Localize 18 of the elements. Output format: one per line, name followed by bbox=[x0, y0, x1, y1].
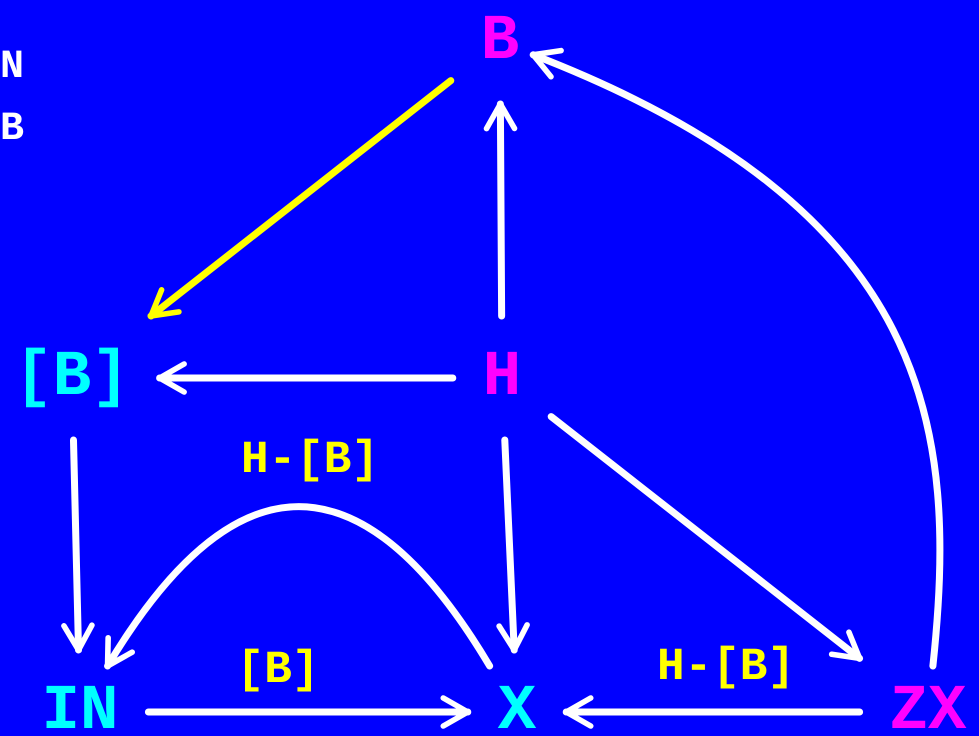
arrow bbox=[156, 361, 456, 395]
arrow bbox=[104, 504, 494, 670]
text-label: N bbox=[0, 48, 24, 88]
arrow bbox=[562, 695, 864, 729]
node-label: X bbox=[498, 680, 536, 736]
node-label: IN bbox=[42, 680, 118, 736]
arrow bbox=[147, 77, 454, 320]
arrow bbox=[61, 436, 95, 654]
arrow bbox=[496, 436, 530, 654]
node-label: [B] bbox=[14, 346, 130, 410]
arrow bbox=[144, 695, 472, 729]
node-label: ZX bbox=[890, 680, 966, 736]
node-label: B bbox=[480, 10, 520, 74]
text-label: B bbox=[0, 110, 24, 150]
node-label: H bbox=[482, 346, 522, 410]
arrow bbox=[484, 100, 518, 320]
arrow bbox=[548, 413, 864, 662]
arrow bbox=[530, 48, 944, 670]
